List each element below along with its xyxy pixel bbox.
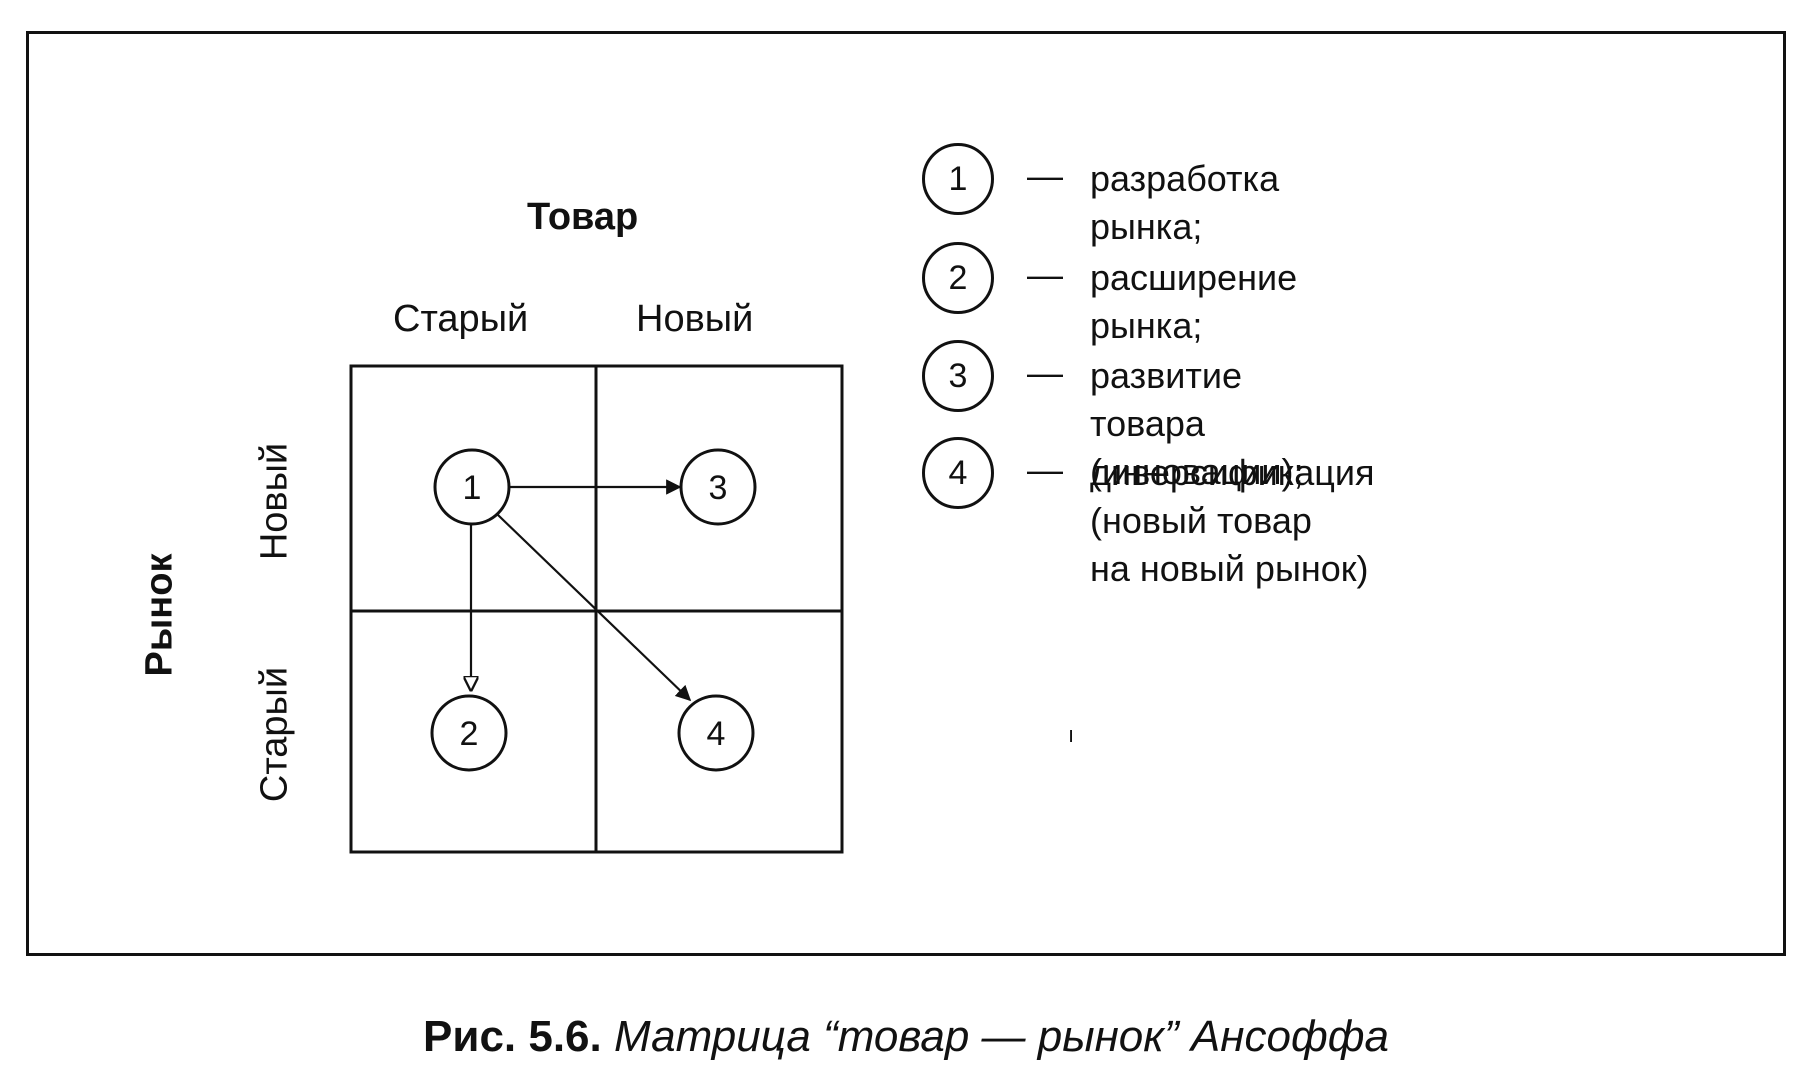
legend-dash: — <box>1027 254 1063 295</box>
stray-mark: ı <box>1068 722 1075 747</box>
node-3-label: 3 <box>709 469 728 507</box>
node-2-circle <box>430 694 508 772</box>
node-1-circle <box>433 448 511 526</box>
node-3-circle <box>679 448 757 526</box>
legend-number-4: 4 <box>922 437 994 509</box>
legend-text-3: развитие товара (инновации); <box>1090 355 1304 492</box>
legend-text-4: диверсификация (новый товар на новый рын… <box>1090 449 1375 593</box>
caption-title: Матрица “товар — рынок” Ансоффа <box>614 1012 1389 1061</box>
market-old-label: Старый <box>253 666 296 803</box>
node-4-circle <box>677 694 755 772</box>
market-new-label: Новый <box>253 442 296 561</box>
legend-text-1: разработка рынка; <box>1090 158 1280 247</box>
legend-number-1: 1 <box>922 143 994 215</box>
arrow-1-to-4 <box>497 514 692 702</box>
figure-caption: Рис. 5.6. Матрица “товар — рынок” Ансофф… <box>0 1012 1812 1062</box>
node-2-label: 2 <box>460 715 479 753</box>
product-old-label: Старый <box>393 298 529 340</box>
figure-frame <box>26 31 1786 956</box>
node-1-label: 1 <box>463 469 482 507</box>
legend-dash: — <box>1027 352 1063 393</box>
caption-label: Рис. 5.6. <box>423 1012 602 1061</box>
legend-text-2: расширение рынка; <box>1090 257 1298 346</box>
node-4-label: 4 <box>707 715 726 753</box>
product-axis-title: Товар <box>527 196 639 238</box>
product-new-label: Новый <box>636 298 754 340</box>
legend-number-3: 3 <box>922 340 994 412</box>
legend-text-4-line-1: диверсификация (новый товар <box>1090 452 1375 541</box>
legend-number-2: 2 <box>922 242 994 314</box>
legend-dash: — <box>1027 155 1063 196</box>
legend-dash: — <box>1027 449 1063 490</box>
legend-text-4-line-2: на новый рынок) <box>1090 548 1369 589</box>
market-axis-title: Рынок <box>138 553 181 677</box>
